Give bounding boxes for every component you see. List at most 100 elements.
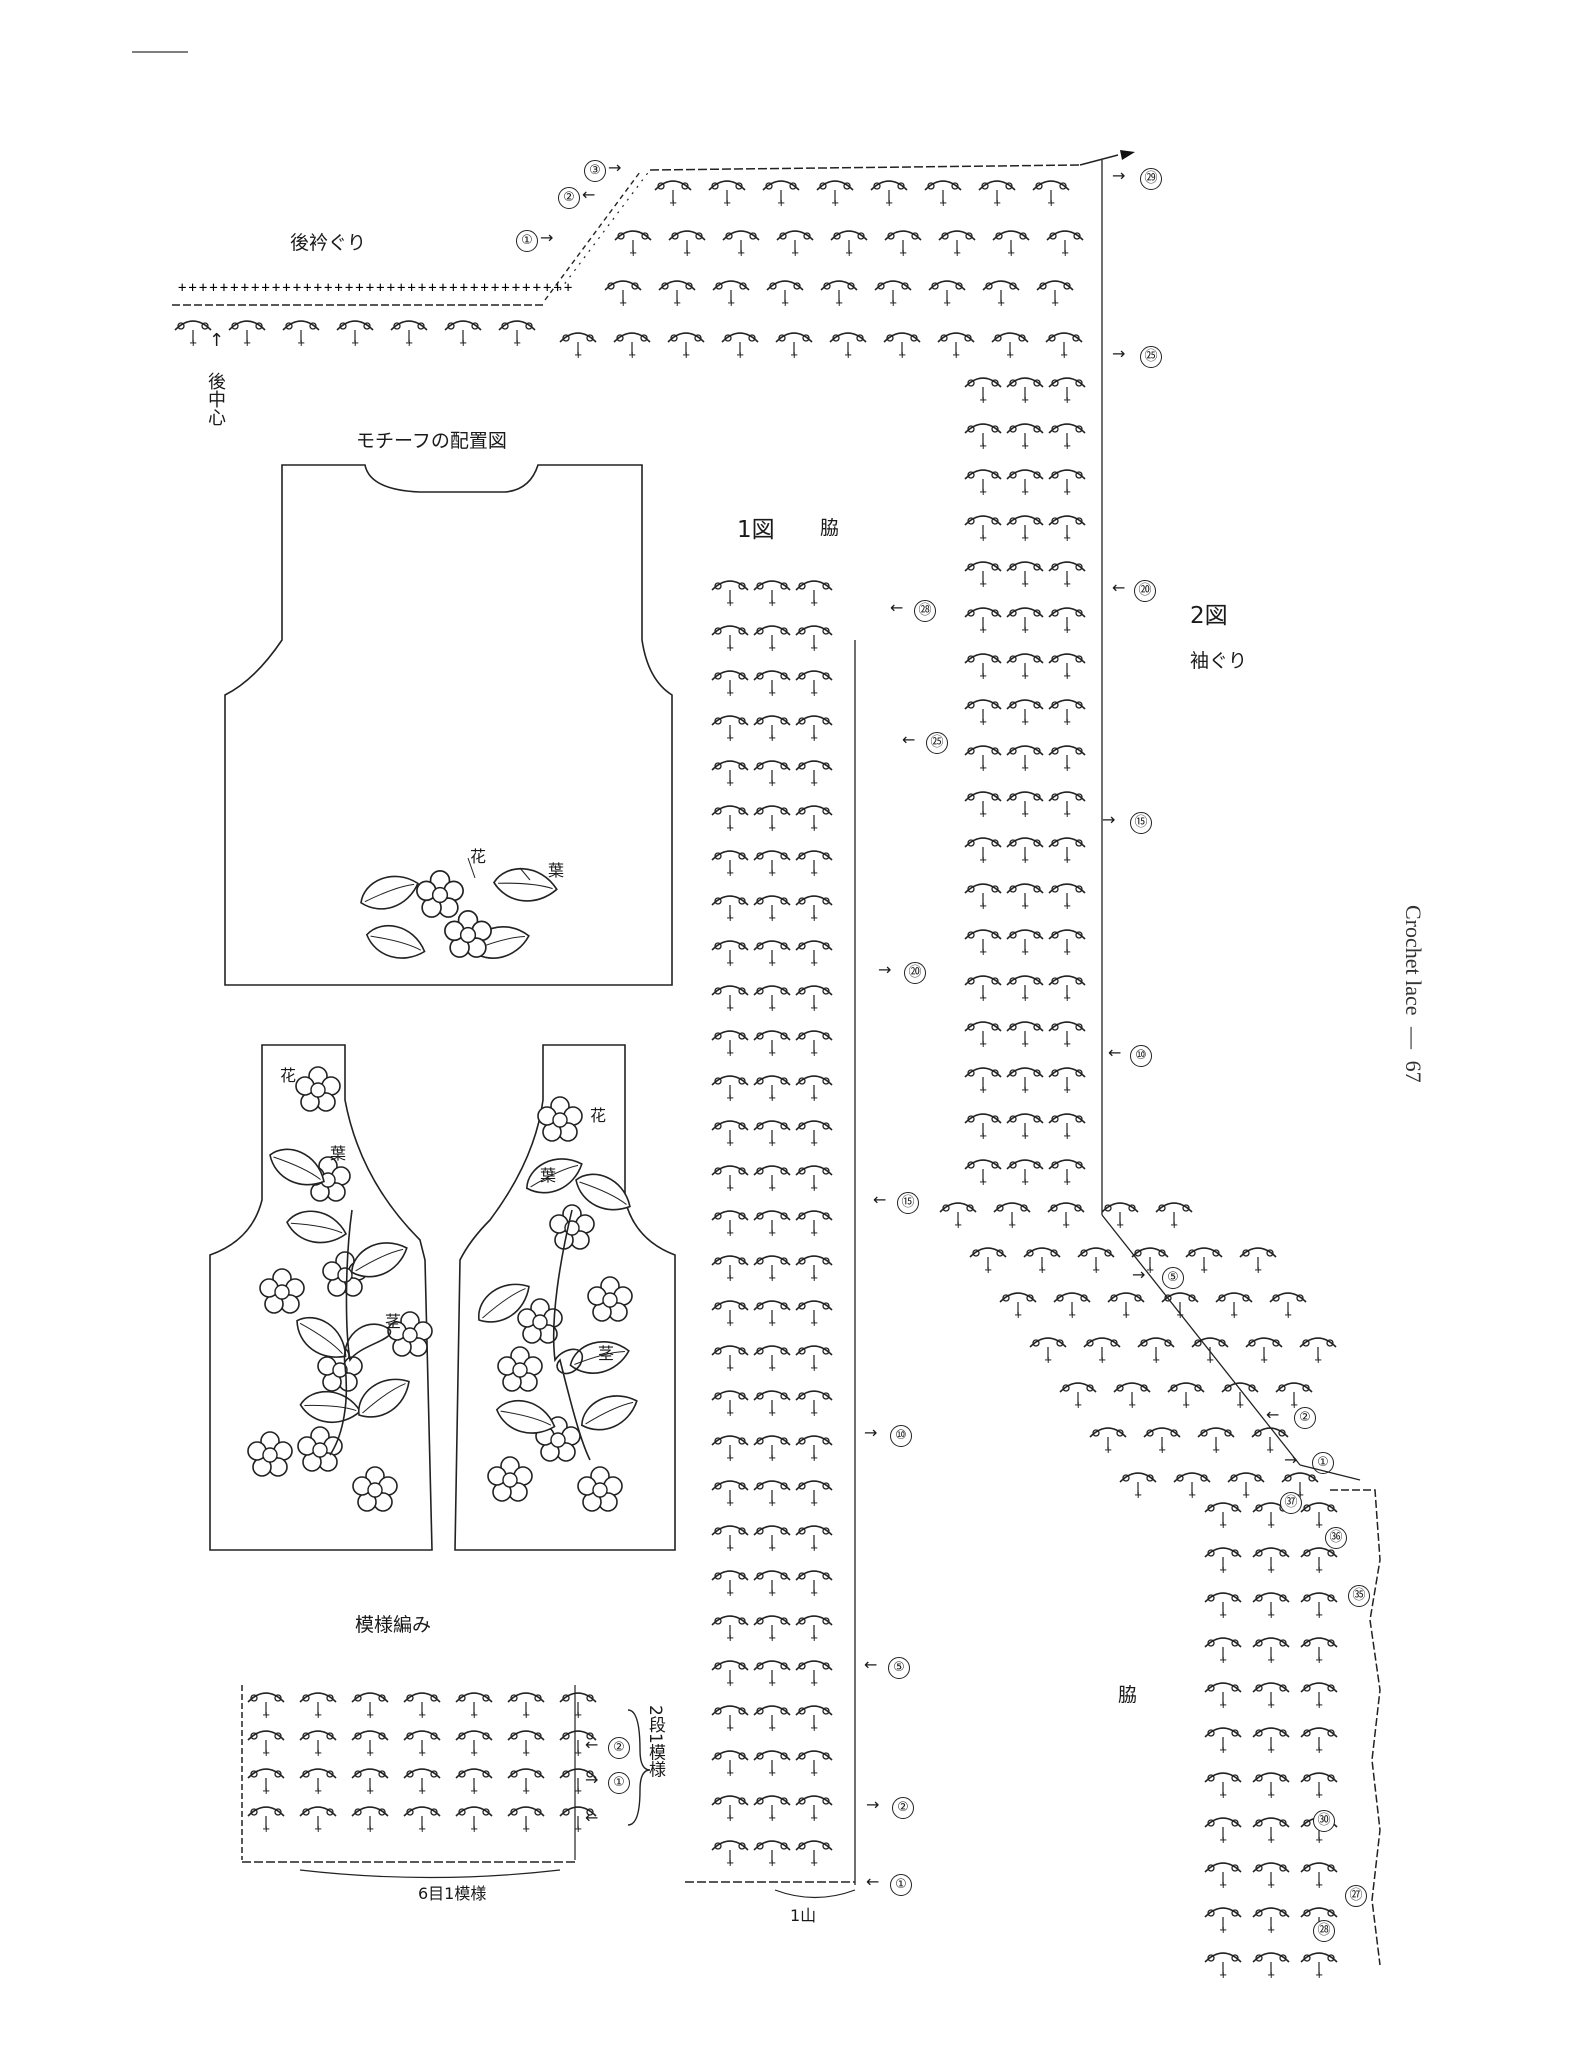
scallop-stitch bbox=[1006, 377, 1044, 407]
scallop-stitch bbox=[403, 1768, 441, 1798]
scallop-stitch bbox=[1059, 1382, 1097, 1412]
scallop-stitch bbox=[403, 1730, 441, 1760]
scallop-stitch bbox=[978, 180, 1016, 210]
arrow-left-icon: ← bbox=[890, 598, 904, 617]
scallop-stitch bbox=[795, 580, 833, 610]
scallop-stitch bbox=[1204, 1772, 1242, 1802]
scallop-stitch bbox=[753, 1480, 791, 1510]
scallop-stitch bbox=[1089, 1427, 1127, 1457]
scallop-stitch bbox=[455, 1768, 493, 1798]
scallop-stitch bbox=[992, 230, 1030, 260]
scallop-stitch bbox=[795, 1615, 833, 1645]
scallop-stitch bbox=[937, 332, 975, 362]
scallop-stitch bbox=[775, 332, 813, 362]
brand-text: Crochet lace bbox=[1401, 905, 1426, 1016]
scallop-stitch bbox=[711, 1030, 749, 1060]
flower-label-right: 花 bbox=[590, 1106, 607, 1125]
scallop-stitch bbox=[753, 1525, 791, 1555]
scallop-stitch bbox=[1197, 1427, 1235, 1457]
scallop-stitch bbox=[1239, 1247, 1277, 1277]
scallop-stitch bbox=[1048, 745, 1086, 775]
scallop-stitch bbox=[964, 607, 1002, 637]
scallop-stitch bbox=[721, 332, 759, 362]
scallop-stitch bbox=[712, 280, 750, 310]
scallop-stitch bbox=[795, 1030, 833, 1060]
scallop-stitch bbox=[711, 1570, 749, 1600]
scallop-stitch bbox=[964, 469, 1002, 499]
scallop-stitch bbox=[1300, 1727, 1338, 1757]
scallop-stitch bbox=[1006, 515, 1044, 545]
side-row-27-marker: ㉗ bbox=[1345, 1885, 1367, 1907]
fig1-row-25-marker: ㉕ bbox=[926, 732, 948, 754]
scallop-stitch bbox=[1221, 1382, 1259, 1412]
scallop-stitch bbox=[1006, 1067, 1044, 1097]
scallop-stitch bbox=[711, 580, 749, 610]
scallop-stitch bbox=[753, 760, 791, 790]
scallop-stitch bbox=[753, 1615, 791, 1645]
scallop-stitch bbox=[1006, 607, 1044, 637]
scallop-stitch bbox=[1155, 1202, 1193, 1232]
scallop-stitch bbox=[1006, 837, 1044, 867]
stem-label-right: 茎 bbox=[598, 1344, 615, 1363]
scallop-stitch bbox=[711, 805, 749, 835]
scallop-stitch bbox=[444, 320, 482, 350]
scallop-stitch bbox=[753, 1255, 791, 1285]
scallop-stitch bbox=[507, 1692, 545, 1722]
scallop-stitch bbox=[795, 1570, 833, 1600]
scallop-stitch bbox=[1300, 1952, 1338, 1982]
scallop-stitch bbox=[299, 1692, 337, 1722]
scallop-stitch bbox=[820, 280, 858, 310]
fig1-row-1-marker: ① bbox=[890, 1874, 912, 1896]
leaf-label-left: 葉 bbox=[330, 1144, 347, 1163]
scallop-stitch bbox=[969, 1247, 1007, 1277]
scallop-stitch bbox=[964, 699, 1002, 729]
pattern-row-2-marker: ② bbox=[608, 1737, 630, 1759]
scallop-stitch bbox=[795, 1795, 833, 1825]
pattern-title: 模様編み bbox=[355, 1614, 432, 1636]
scallop-stitch bbox=[762, 180, 800, 210]
scallop-stitch bbox=[1006, 791, 1044, 821]
arrow-right-icon: → bbox=[585, 1770, 599, 1789]
scallop-stitch bbox=[1252, 1862, 1290, 1892]
scallop-stitch bbox=[1143, 1427, 1181, 1457]
arrow-left-icon: ← bbox=[866, 1872, 880, 1891]
scallop-stitch bbox=[351, 1806, 389, 1836]
scallop-stitch bbox=[299, 1730, 337, 1760]
scallop-stitch bbox=[1185, 1247, 1223, 1277]
armhole-row-29-marker: ㉙ bbox=[1140, 168, 1162, 190]
scallop-stitch bbox=[1032, 180, 1070, 210]
fig1-row-10-marker: ⑩ bbox=[890, 1425, 912, 1447]
arrow-left-icon: ← bbox=[1108, 1043, 1122, 1062]
scallop-stitch bbox=[1048, 1067, 1086, 1097]
scallop-stitch bbox=[711, 895, 749, 925]
scallop-stitch bbox=[795, 1660, 833, 1690]
arrow-right-icon: → bbox=[866, 1795, 880, 1814]
arrow-right-icon: → bbox=[608, 158, 622, 177]
scallop-stitch bbox=[1300, 1592, 1338, 1622]
scallop-stitch bbox=[1006, 883, 1044, 913]
scallop-stitch bbox=[613, 332, 651, 362]
scallop-stitch bbox=[939, 1202, 977, 1232]
arrow-left-icon: ← bbox=[902, 730, 916, 749]
scallop-stitch bbox=[247, 1692, 285, 1722]
side-row-36-marker: ㊱ bbox=[1325, 1527, 1347, 1549]
armhole-row-5-marker: ⑤ bbox=[1162, 1267, 1184, 1289]
scallop-stitch bbox=[1204, 1547, 1242, 1577]
scallop-stitch bbox=[1048, 515, 1086, 545]
scallop-stitch bbox=[711, 1795, 749, 1825]
scallop-stitch bbox=[1006, 561, 1044, 591]
scallop-stitch bbox=[1113, 1382, 1151, 1412]
scallop-stitch bbox=[1215, 1292, 1253, 1322]
scallop-stitch bbox=[964, 745, 1002, 775]
scallop-stitch bbox=[753, 1120, 791, 1150]
scallop-stitch bbox=[1006, 653, 1044, 683]
scallop-stitch bbox=[1036, 280, 1074, 310]
pattern-row-1-marker: ① bbox=[608, 1772, 630, 1794]
flower-label-back: 花 bbox=[470, 847, 487, 866]
scallop-stitch bbox=[1006, 1113, 1044, 1143]
scallop-stitch bbox=[351, 1768, 389, 1798]
scallop-stitch bbox=[795, 1390, 833, 1420]
scallop-stitch bbox=[1048, 975, 1086, 1005]
scallop-stitch bbox=[795, 850, 833, 880]
flower-label-left: 花 bbox=[280, 1066, 297, 1085]
